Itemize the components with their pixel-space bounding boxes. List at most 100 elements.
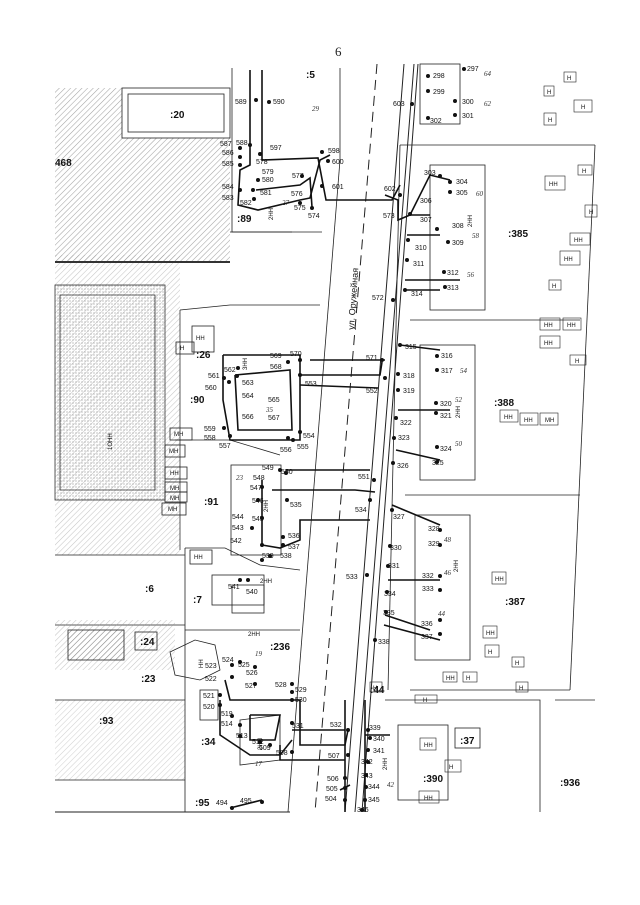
svg-text::91: :91 [204,497,219,508]
svg-text:583: 583 [222,195,234,202]
svg-text:320: 320 [440,401,452,408]
svg-text:19: 19 [255,650,263,658]
svg-text:303: 303 [424,170,436,177]
svg-text:310: 310 [415,245,427,252]
svg-text:547: 547 [250,485,262,492]
svg-text:Н: Н [547,90,551,96]
svg-text:528: 528 [275,682,287,689]
svg-text:27: 27 [282,199,290,207]
svg-text::95: :95 [195,798,210,809]
svg-text:НН: НН [524,418,533,424]
svg-text::89: :89 [237,214,252,225]
svg-text:588: 588 [236,140,248,147]
svg-text:Н: Н [552,284,556,290]
svg-text::37: :37 [460,736,475,747]
svg-text:НН: НН [495,577,504,583]
svg-text:НН: НН [196,336,205,342]
svg-text:346: 346 [357,807,369,814]
svg-text:551: 551 [358,474,370,481]
plot-labels: :20 :5 468 :89 :385 :26 :90 :388 :91 :6 … [55,70,580,809]
svg-text:574: 574 [308,213,320,220]
svg-text:568: 568 [270,364,282,371]
svg-text:Н: Н [423,698,427,704]
svg-text:333: 333 [422,586,434,593]
svg-text:29: 29 [312,105,320,113]
svg-text:506: 506 [327,776,339,783]
svg-text:538: 538 [280,553,292,560]
svg-text:335: 335 [383,610,395,617]
svg-text:552: 552 [366,388,378,395]
svg-text:539: 539 [262,553,274,560]
svg-text:343: 343 [361,773,373,780]
svg-text:534: 534 [355,507,367,514]
boundary-lines [219,70,460,812]
svg-text:494: 494 [216,800,228,807]
svg-text:585: 585 [222,161,234,168]
plot-20-rect [121,87,231,139]
svg-text:НН: НН [574,238,583,244]
svg-text:НН: НН [544,323,553,329]
svg-text:557: 557 [219,443,231,450]
svg-text:601: 601 [332,184,344,191]
svg-text:315: 315 [405,344,417,351]
svg-text:314: 314 [411,291,423,298]
svg-text:598: 598 [328,148,340,155]
svg-text:545: 545 [252,516,264,523]
svg-text:520: 520 [203,704,215,711]
svg-text:529: 529 [295,687,307,694]
svg-text:522: 522 [205,676,217,683]
svg-text:571: 571 [366,355,378,362]
svg-text:2НН: 2НН [260,579,272,585]
svg-text::34: :34 [201,737,216,748]
svg-text:Н: Н [575,359,579,365]
svg-text:525: 525 [238,662,250,669]
svg-text:524: 524 [222,657,234,664]
svg-text:505: 505 [326,786,338,793]
svg-text:60: 60 [476,190,484,198]
svg-text:542: 542 [230,538,242,545]
svg-text:НН: НН [424,743,433,749]
svg-text:299: 299 [433,89,445,96]
svg-text:НН: НН [544,341,553,347]
svg-text:548: 548 [253,475,265,482]
svg-text::44: :44 [370,685,385,696]
svg-text:577: 577 [292,173,304,180]
svg-text:НН: НН [504,415,513,421]
svg-text:569: 569 [270,353,282,360]
svg-text:603: 603 [393,101,405,108]
svg-text:560: 560 [205,385,217,392]
svg-text:580: 580 [262,177,274,184]
svg-text:553: 553 [305,381,317,388]
svg-text:576: 576 [291,191,303,198]
svg-text:578: 578 [256,159,268,166]
svg-text:НН: НН [567,323,576,329]
svg-text:523: 523 [205,663,217,670]
svg-text:Н: Н [488,650,492,656]
svg-text:530: 530 [295,697,307,704]
svg-text:541: 541 [228,584,240,591]
svg-text:42: 42 [387,781,395,789]
svg-text:566: 566 [242,414,254,421]
building-marks: Н Н Н Н НН Н Н НН НН Н НН НН НН Н НН НН … [108,71,598,804]
svg-text:558: 558 [204,435,216,442]
svg-text:316: 316 [441,353,453,360]
svg-text:468: 468 [55,158,72,169]
svg-text:321: 321 [440,413,452,420]
svg-text:Н: Н [466,676,470,682]
svg-text:НН: НН [564,257,573,263]
svg-text:НН: НН [194,555,203,561]
svg-text:344: 344 [368,784,380,791]
svg-text:597: 597 [270,145,282,152]
svg-text:573: 573 [383,213,395,220]
house-numbers: 64 62 60 58 56 54 52 50 48 46 44 42 29 2… [236,70,492,789]
svg-text::23: :23 [141,674,156,685]
svg-text:587: 587 [220,141,232,148]
svg-text:331: 331 [388,563,400,570]
svg-text:342: 342 [361,759,373,766]
svg-text:324: 324 [440,446,452,453]
svg-text:526: 526 [246,670,258,677]
svg-text:531: 531 [292,723,304,730]
svg-text:Н: Н [180,346,184,352]
svg-text::388: :388 [494,398,514,409]
svg-text:323: 323 [398,435,410,442]
